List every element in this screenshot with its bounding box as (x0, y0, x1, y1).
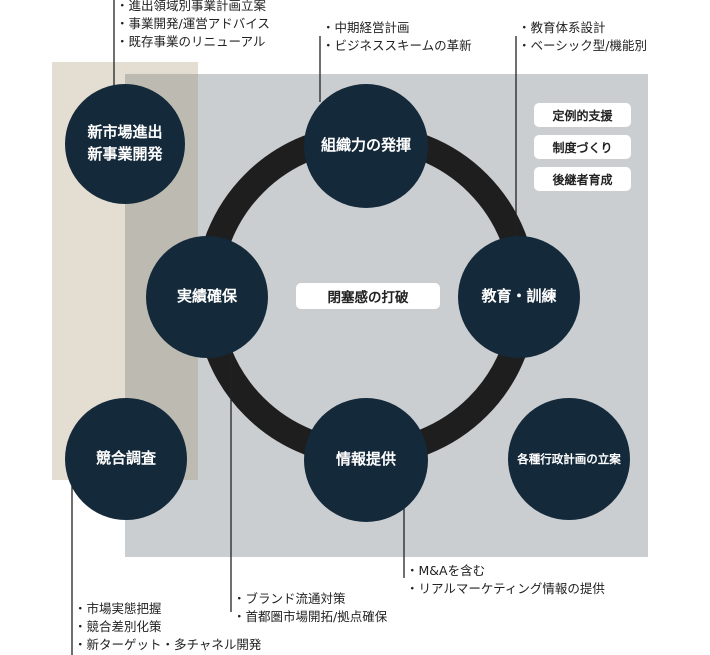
node-admin-plan: 各種行政計画の立案 (508, 398, 630, 520)
bullet-item: 中期経営計画 (322, 19, 472, 37)
node-education: 教育・訓練 (458, 236, 580, 358)
bullets-new-market: 進出領域別事業計画立案 事業開発/運営アドバイス 既存事業のリニューアル (116, 0, 270, 51)
node-competition: 競合調査 (65, 398, 187, 520)
node-results: 実績確保 (146, 236, 268, 358)
center-label: 閉塞感の打破 (296, 283, 440, 309)
bullets-education: 教育体系設計 ベーシック型/機能別 (518, 19, 647, 55)
node-label: 各種行政計画の立案 (517, 451, 621, 466)
bullet-item: 市場実態把握 (74, 600, 261, 618)
bullets-results: ブランド流通対策 首都圏市場開拓/拠点確保 (233, 590, 388, 626)
node-label: 組織力の発揮 (320, 136, 411, 155)
node-new-market: 新市場進出 新事業開発 (65, 84, 185, 204)
bullet-item: 既存事業のリニューアル (116, 33, 270, 51)
bullets-org-power: 中期経営計画 ビジネススキームの革新 (322, 19, 472, 55)
bullet-item: ビジネススキームの革新 (322, 37, 472, 55)
bullet-item: 競合差別化策 (74, 618, 261, 636)
node-label-line: 新事業開発 (87, 145, 163, 163)
bullet-item: 進出領域別事業計画立案 (116, 0, 270, 15)
bullet-item: 首都圏市場開拓/拠点確保 (233, 608, 388, 626)
bullet-item: リアルマーケティング情報の提供 (406, 580, 605, 598)
node-label: 教育・訓練 (481, 287, 557, 306)
bullet-item: ブランド流通対策 (233, 590, 387, 608)
bullet-item: 教育体系設計 (518, 19, 647, 37)
bullet-item: ベーシック型/機能別 (518, 37, 647, 55)
node-label: 情報提供 (335, 450, 396, 469)
node-label-line: 新市場進出 (87, 123, 163, 142)
tag-regular-support: 定例的支援 (534, 103, 631, 127)
tag-successor-training: 後継者育成 (534, 167, 631, 191)
bullet-item: 新ターゲット・多チャネル開発 (74, 636, 262, 654)
bullet-item: M&Aを含む (406, 562, 605, 580)
node-label: 競合調査 (95, 449, 156, 468)
bullets-competition: 市場実態把握 競合差別化策 新ターゲット・多チャネル開発 (74, 600, 262, 654)
bullets-info: M&Aを含む リアルマーケティング情報の提供 (406, 562, 605, 598)
node-info: 情報提供 (304, 398, 428, 522)
tag-system-building: 制度づくり (534, 135, 631, 159)
node-org-power: 組織力の発揮 (304, 84, 428, 208)
node-label: 実績確保 (176, 287, 237, 306)
bullet-item: 事業開発/運営アドバイス (116, 15, 270, 33)
